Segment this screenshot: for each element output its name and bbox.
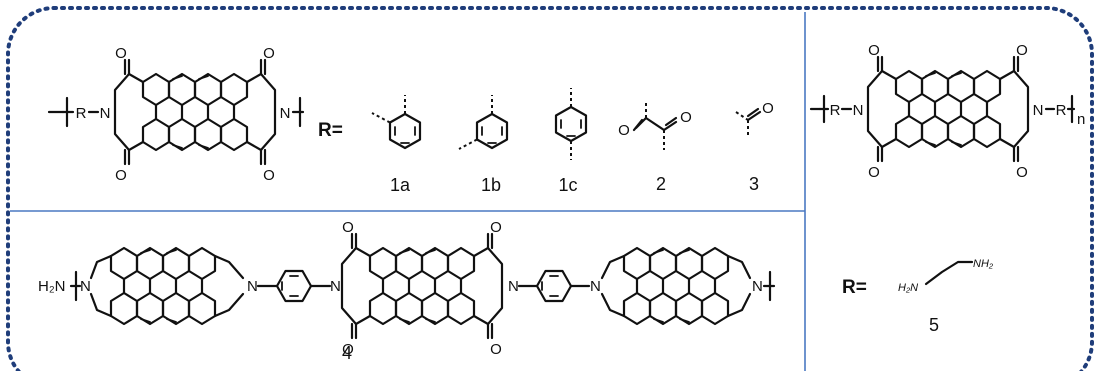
svg-text:O: O bbox=[618, 122, 630, 139]
substituent-1b-structure bbox=[458, 95, 509, 150]
svg-text:O: O bbox=[115, 45, 127, 62]
svg-text:O: O bbox=[490, 219, 502, 236]
svg-text:O: O bbox=[868, 42, 880, 59]
svg-text:N: N bbox=[330, 278, 341, 295]
svg-text:O: O bbox=[1016, 164, 1028, 181]
compound-4-structure: N N N O O O O N N bbox=[69, 219, 776, 358]
label-4: 4 bbox=[342, 343, 352, 363]
svg-text:O: O bbox=[263, 167, 275, 184]
panel-d-r-label: R= bbox=[842, 277, 867, 298]
svg-text:O: O bbox=[762, 100, 774, 117]
svg-text:N: N bbox=[100, 105, 111, 122]
dotted-frame bbox=[6, 6, 1094, 371]
svg-text:N: N bbox=[280, 105, 291, 122]
svg-text:N: N bbox=[247, 278, 258, 295]
svg-text:O: O bbox=[263, 45, 275, 62]
substituent-2-structure: O O bbox=[618, 100, 692, 150]
svg-text:R: R bbox=[830, 102, 841, 119]
label-5: 5 bbox=[929, 315, 939, 335]
substituent-1c-structure bbox=[554, 88, 588, 160]
substituent-3-structure: O bbox=[735, 100, 774, 138]
svg-text:O: O bbox=[490, 341, 502, 358]
label-1c: 1c bbox=[558, 175, 577, 195]
amine-right-label: NH₂ bbox=[973, 258, 994, 270]
svg-text:N: N bbox=[508, 278, 519, 295]
label-3: 3 bbox=[749, 174, 759, 194]
svg-text:N: N bbox=[752, 278, 763, 295]
substituent-1a-structure bbox=[371, 95, 422, 150]
label-1b: 1b bbox=[481, 175, 501, 195]
ethylenediamine-structure: H₂N NH₂ bbox=[898, 258, 994, 294]
svg-text:N: N bbox=[590, 278, 601, 295]
panel-a-pdi-structure: O O O O N N R bbox=[47, 45, 305, 184]
repeat-subscript-n: n bbox=[1077, 111, 1085, 128]
amine-left-label: H₂N bbox=[898, 282, 918, 294]
label-2: 2 bbox=[656, 174, 666, 194]
svg-text:N: N bbox=[1033, 102, 1044, 119]
svg-text:O: O bbox=[868, 164, 880, 181]
svg-text:R: R bbox=[1056, 102, 1067, 119]
svg-text:R: R bbox=[76, 105, 87, 122]
panel-c-pdi-structure: O O O O N N R R bbox=[809, 42, 1076, 181]
svg-text:N: N bbox=[853, 102, 864, 119]
label-1a: 1a bbox=[390, 175, 411, 195]
svg-text:N: N bbox=[80, 278, 91, 295]
end-group-h2n: H₂N bbox=[38, 278, 66, 295]
svg-text:O: O bbox=[1016, 42, 1028, 59]
svg-text:O: O bbox=[342, 219, 354, 236]
panel-a-r-label: R= bbox=[318, 120, 343, 141]
svg-text:O: O bbox=[680, 109, 692, 126]
svg-text:O: O bbox=[342, 341, 354, 358]
svg-text:O: O bbox=[115, 167, 127, 184]
